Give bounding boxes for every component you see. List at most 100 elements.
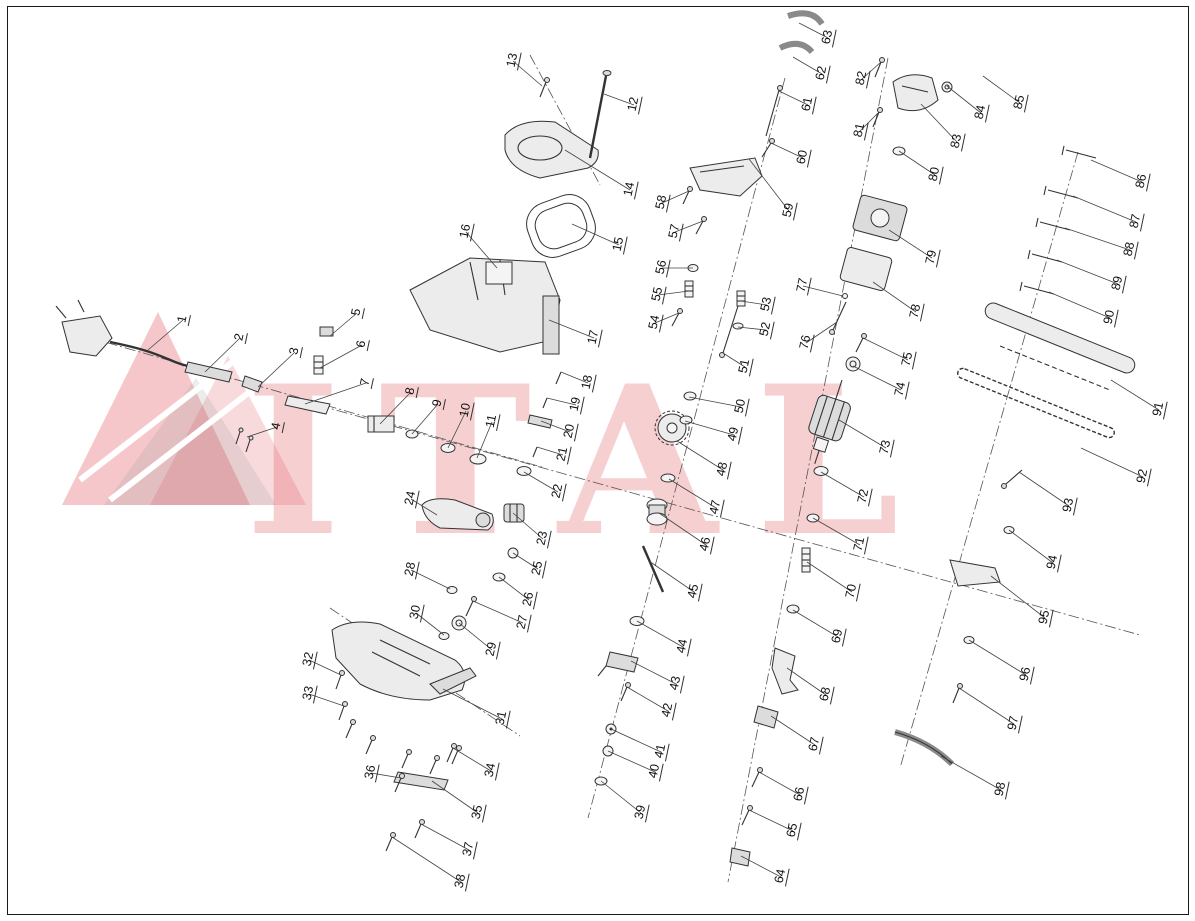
leader-line: [674, 220, 704, 233]
leader-line: [204, 337, 241, 373]
leader-line: [512, 552, 539, 570]
leader-line: [982, 75, 1021, 104]
leader-line: [770, 142, 804, 159]
leader-line: [571, 223, 620, 246]
leader-line: [684, 420, 735, 436]
component-blade-plate: [393, 771, 449, 791]
leader-line: [1008, 529, 1054, 564]
component-rear-handle-loop: [526, 194, 596, 258]
leader-line: [536, 446, 564, 456]
leader-line: [498, 576, 530, 601]
leader-line: [319, 344, 363, 369]
leader-line: [410, 498, 438, 516]
leader-line: [657, 290, 690, 296]
leader-line: [990, 575, 1046, 619]
leader-line: [472, 600, 524, 624]
drawing-border-frame: [7, 6, 1189, 915]
leader-line: [802, 285, 844, 297]
leader-line: [610, 728, 662, 753]
leader-line: [740, 855, 782, 878]
leader-line: [668, 478, 717, 509]
leader-line: [257, 351, 296, 388]
leader-line: [636, 620, 684, 648]
leader-line: [820, 471, 865, 498]
leader-line: [147, 319, 184, 351]
leader-line: [872, 281, 917, 313]
leader-line: [415, 612, 445, 636]
leader-line: [626, 686, 669, 712]
leader-line: [661, 190, 690, 204]
component-stator: [839, 194, 908, 291]
leader-line: [968, 639, 1027, 676]
leader-line: [465, 231, 498, 269]
leader-line: [958, 687, 1015, 725]
leader-line: [748, 809, 794, 832]
leader-line: [379, 391, 412, 425]
leader-line: [370, 772, 402, 779]
leader-line: [806, 561, 853, 593]
leader-line: [476, 421, 493, 459]
leader-line: [308, 659, 342, 676]
leader-line: [329, 312, 358, 337]
leader-line: [1090, 159, 1143, 183]
leader-line: [523, 471, 559, 493]
leader-line: [458, 622, 493, 651]
component-gear-train: [641, 410, 690, 593]
leader-line: [431, 780, 479, 814]
leader-line: [1080, 447, 1144, 478]
leader-line: [888, 229, 933, 259]
leader-line: [1064, 227, 1131, 251]
leader-line: [420, 823, 470, 851]
leader-line: [658, 512, 707, 546]
leader-line: [676, 440, 724, 471]
leader-line: [648, 560, 695, 593]
leader-line: [786, 667, 827, 696]
leader-line: [564, 149, 631, 191]
component-hose-tubes: [778, 10, 825, 55]
leader-line: [859, 111, 880, 132]
leader-line: [600, 780, 642, 814]
leader-line: [411, 403, 439, 435]
leader-line: [546, 397, 577, 406]
leader-line: [737, 326, 767, 331]
leader-line: [442, 688, 503, 720]
leader-line: [770, 715, 816, 746]
leader-line: [630, 660, 677, 685]
leader-line: [654, 312, 680, 324]
leader-line: [812, 517, 861, 546]
leader-line: [792, 609, 839, 638]
leader-line: [410, 569, 451, 590]
leader-line: [688, 396, 742, 408]
hardware-screws: [235, 57, 1097, 852]
leader-line: [391, 836, 462, 883]
component-switch-housing: [597, 157, 799, 867]
component-power-cord: [55, 299, 263, 393]
component-guide-bar: [984, 302, 1136, 391]
leader-line: [452, 747, 492, 772]
component-chain: [957, 367, 1115, 439]
leader-line: [1048, 291, 1111, 319]
leader-line: [792, 56, 823, 75]
leader-line: [246, 426, 278, 438]
leader-line: [1072, 195, 1137, 223]
leader-line: [946, 85, 982, 114]
leader-line: [603, 93, 635, 106]
leader-line: [758, 771, 801, 796]
leader-line: [512, 512, 544, 540]
leader-line: [722, 352, 746, 368]
leader-line: [548, 319, 595, 339]
leader-line: [748, 158, 790, 212]
component-switch-lever: [284, 326, 395, 433]
leader-line: [740, 300, 768, 306]
leader-line: [778, 90, 809, 106]
component-armature: [808, 356, 861, 464]
leader-line: [304, 382, 367, 405]
leader-line: [798, 22, 829, 39]
leader-line: [1110, 379, 1160, 411]
leader-line: [1018, 471, 1070, 507]
component-lower-housing: [331, 621, 477, 701]
leader-line: [447, 410, 467, 449]
component-motor-housing: [409, 257, 561, 355]
